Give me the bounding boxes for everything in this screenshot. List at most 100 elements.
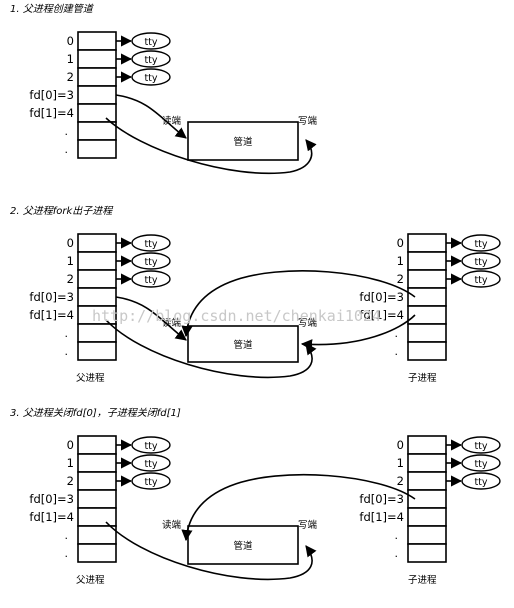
fd-cell — [77, 233, 117, 253]
fd-cell — [77, 269, 117, 289]
write-end-label: 写端 — [298, 519, 318, 531]
fd-label: 0 — [67, 438, 74, 452]
step-2-parent-tty: tty tty tty — [116, 234, 171, 288]
tty-node — [131, 32, 171, 50]
step-1-tty-group: tty tty tty — [116, 32, 171, 86]
parent-process-label: 父进程 — [76, 373, 105, 384]
fd-cell — [77, 103, 117, 123]
fd-label: . — [65, 125, 69, 138]
pipe-box — [187, 121, 299, 161]
step-3: 3. 父进程关闭fd[0]，子进程关闭fd[1] 0 1 2 fd[0]=3 f… — [10, 407, 501, 586]
parent-write-arrow — [105, 521, 317, 581]
fd-label: 2 — [397, 474, 404, 488]
step-2-title: 2. 父进程fork出子进程 — [10, 205, 114, 217]
step-3-child-tty: tty tty tty — [446, 436, 501, 490]
tty-node — [131, 454, 171, 472]
fd-cell — [77, 67, 117, 87]
fd-label: 0 — [397, 236, 404, 250]
tty-label: tty — [144, 257, 157, 268]
fd-cell — [407, 269, 447, 289]
tty-label: tty — [474, 239, 487, 250]
step-3-title: 3. 父进程关闭fd[0]，子进程关闭fd[1] — [10, 407, 181, 419]
parent-process-label: 父进程 — [76, 575, 105, 586]
fd-cell — [77, 489, 117, 509]
fd-label: . — [65, 143, 69, 156]
tty-node — [131, 68, 171, 86]
fd-cell — [77, 85, 117, 105]
fd-label: fd[0]=3 — [29, 290, 74, 304]
tty-label: tty — [144, 73, 157, 84]
read-end-label: 读端 — [162, 519, 182, 531]
fd-cell — [407, 233, 447, 253]
fd-label: 0 — [397, 438, 404, 452]
fd-label: fd[1]=4 — [359, 308, 404, 322]
fd-label: 1 — [397, 254, 404, 268]
fd-label: 1 — [67, 254, 74, 268]
fd-cell — [407, 435, 447, 455]
tty-node — [131, 436, 171, 454]
fd-cell — [77, 435, 117, 455]
fd-cell — [77, 525, 117, 545]
fd-cell — [77, 453, 117, 473]
tty-node — [131, 252, 171, 270]
write-end-label: 写端 — [298, 317, 318, 329]
step-2-parent-fd-labels: 0 1 2 fd[0]=3 fd[1]=4 . . — [29, 236, 74, 358]
tty-node — [461, 252, 501, 270]
fd-label: 0 — [67, 34, 74, 48]
watermark: http://blog.csdn.net/chenkai1024 — [92, 307, 381, 325]
fd-label: . — [65, 345, 69, 358]
child-write-arrow — [300, 314, 416, 351]
fd-label: fd[0]=3 — [29, 88, 74, 102]
pipe-box — [187, 325, 299, 363]
tty-node — [461, 234, 501, 252]
step-2-child-tty: tty tty tty — [446, 234, 501, 288]
fd-cell — [77, 323, 117, 343]
fd-cell — [407, 525, 447, 545]
fd-cell — [407, 543, 447, 563]
tty-node — [131, 270, 171, 288]
fd-label: fd[1]=4 — [29, 510, 74, 524]
fd-cell — [77, 251, 117, 271]
fd-label: 1 — [397, 456, 404, 470]
fd-label: . — [65, 529, 69, 542]
tty-label: tty — [144, 55, 157, 66]
read-end-label: 读端 — [162, 317, 182, 329]
step-3-parent-fd-table — [77, 435, 117, 563]
fd-cell — [77, 507, 117, 527]
fd-cell — [407, 323, 447, 343]
fd-cell — [407, 507, 447, 527]
tty-label: tty — [144, 459, 157, 470]
fd-cell — [407, 471, 447, 491]
pipe-label: 管道 — [233, 540, 253, 552]
pipe-label: 管道 — [233, 136, 253, 148]
fd-cell — [77, 139, 117, 159]
fd-cell — [407, 453, 447, 473]
pipe-box — [187, 525, 299, 565]
fd-label: fd[1]=4 — [359, 510, 404, 524]
parent-write-arrow — [105, 319, 317, 379]
step-3-child-fd-labels: 0 1 2 fd[0]=3 fd[1]=4 . . — [359, 438, 404, 560]
fd-cell — [77, 341, 117, 361]
fd-label: fd[0]=3 — [359, 290, 404, 304]
write-arrow — [105, 117, 317, 175]
step-2: 2. 父进程fork出子进程 0 1 2 fd[0]=3 fd[1]=4 . . — [10, 205, 501, 384]
tty-label: tty — [144, 441, 157, 452]
fd-cell — [77, 31, 117, 51]
fd-label: fd[1]=4 — [29, 106, 74, 120]
step-1-fd-table — [77, 31, 117, 159]
fd-label: . — [395, 345, 399, 358]
fd-label: fd[0]=3 — [29, 492, 74, 506]
step-1-title: 1. 父进程创建管道 — [10, 3, 95, 15]
write-end-label: 写端 — [298, 115, 318, 127]
fd-label: 2 — [397, 272, 404, 286]
tty-label: tty — [474, 275, 487, 286]
tty-node — [131, 472, 171, 490]
tty-node — [461, 270, 501, 288]
child-process-label: 子进程 — [408, 373, 437, 384]
fd-cell — [77, 49, 117, 69]
tty-node — [461, 472, 501, 490]
read-arrow — [115, 94, 187, 139]
fd-label: . — [395, 327, 399, 340]
fd-label: . — [65, 547, 69, 560]
